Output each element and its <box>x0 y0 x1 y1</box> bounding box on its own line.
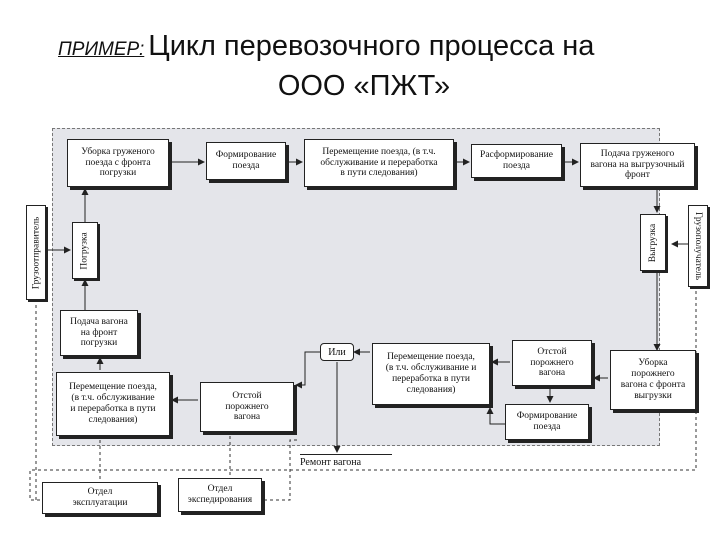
box-podacha-front: Подача вагона на фронт погрузки <box>60 310 138 356</box>
box-pogruzka: Погрузка <box>72 222 98 279</box>
box-peremeshenie-left: Перемещение поезда, (в т.ч. обслуживание… <box>56 372 170 436</box>
box-uborka-porozhnego: Уборка порожнего вагона с фронта выгрузк… <box>610 350 696 410</box>
box-rasformirovanie: Расформирование поезда <box>471 144 562 178</box>
pogruzka-label: Погрузка <box>80 231 91 270</box>
slide-title-line2: ООО «ПЖТ» <box>277 70 451 102</box>
box-formirovanie-top: Формирование поезда <box>206 142 286 180</box>
box-formirovanie-bottom: Формирование поезда <box>505 404 589 440</box>
gruzopoluchatel-label: Грузополучатель <box>693 211 704 281</box>
box-gruzopoluchatel: Грузополучатель <box>688 205 708 287</box>
gruzootpravitel-label: Грузоотправитель <box>31 216 41 289</box>
vygruzka-label: Выгрузка <box>648 223 658 262</box>
box-otstoy-mid: Отстой порожнего вагона <box>200 382 294 432</box>
box-otstoy-right: Отстой порожнего вагона <box>512 340 592 386</box>
title-prefix: ПРИМЕР: <box>58 39 145 60</box>
box-vygruzka: Выгрузка <box>640 214 666 271</box>
box-peremeshenie-mid: Перемещение поезда, (в т.ч. обслуживание… <box>372 343 490 405</box>
box-ili: Или <box>320 343 354 361</box>
slide-title-line1: ПРИМЕР: Цикл перевозочного процесса на <box>58 30 718 63</box>
box-gruzootpravitel: Грузоотправитель <box>26 205 46 300</box>
label-remont-vagona: Ремонт вагона <box>300 454 392 468</box>
box-otdel-ekspluatatsii: Отдел эксплуатации <box>42 482 158 514</box>
box-podacha-gruzhenogo: Подача груженого вагона на выгрузочный ф… <box>580 143 695 187</box>
box-uborka-gruzhenogo: Уборка груженого поезда с фронта погрузк… <box>67 139 169 187</box>
box-peremeshenie-top: Перемещение поезда, (в т.ч. обслуживание… <box>304 139 454 187</box>
title-main: Цикл перевозочного процесса на <box>148 30 595 62</box>
box-otdel-ekspedirovaniya: Отдел экспедирования <box>178 478 262 512</box>
